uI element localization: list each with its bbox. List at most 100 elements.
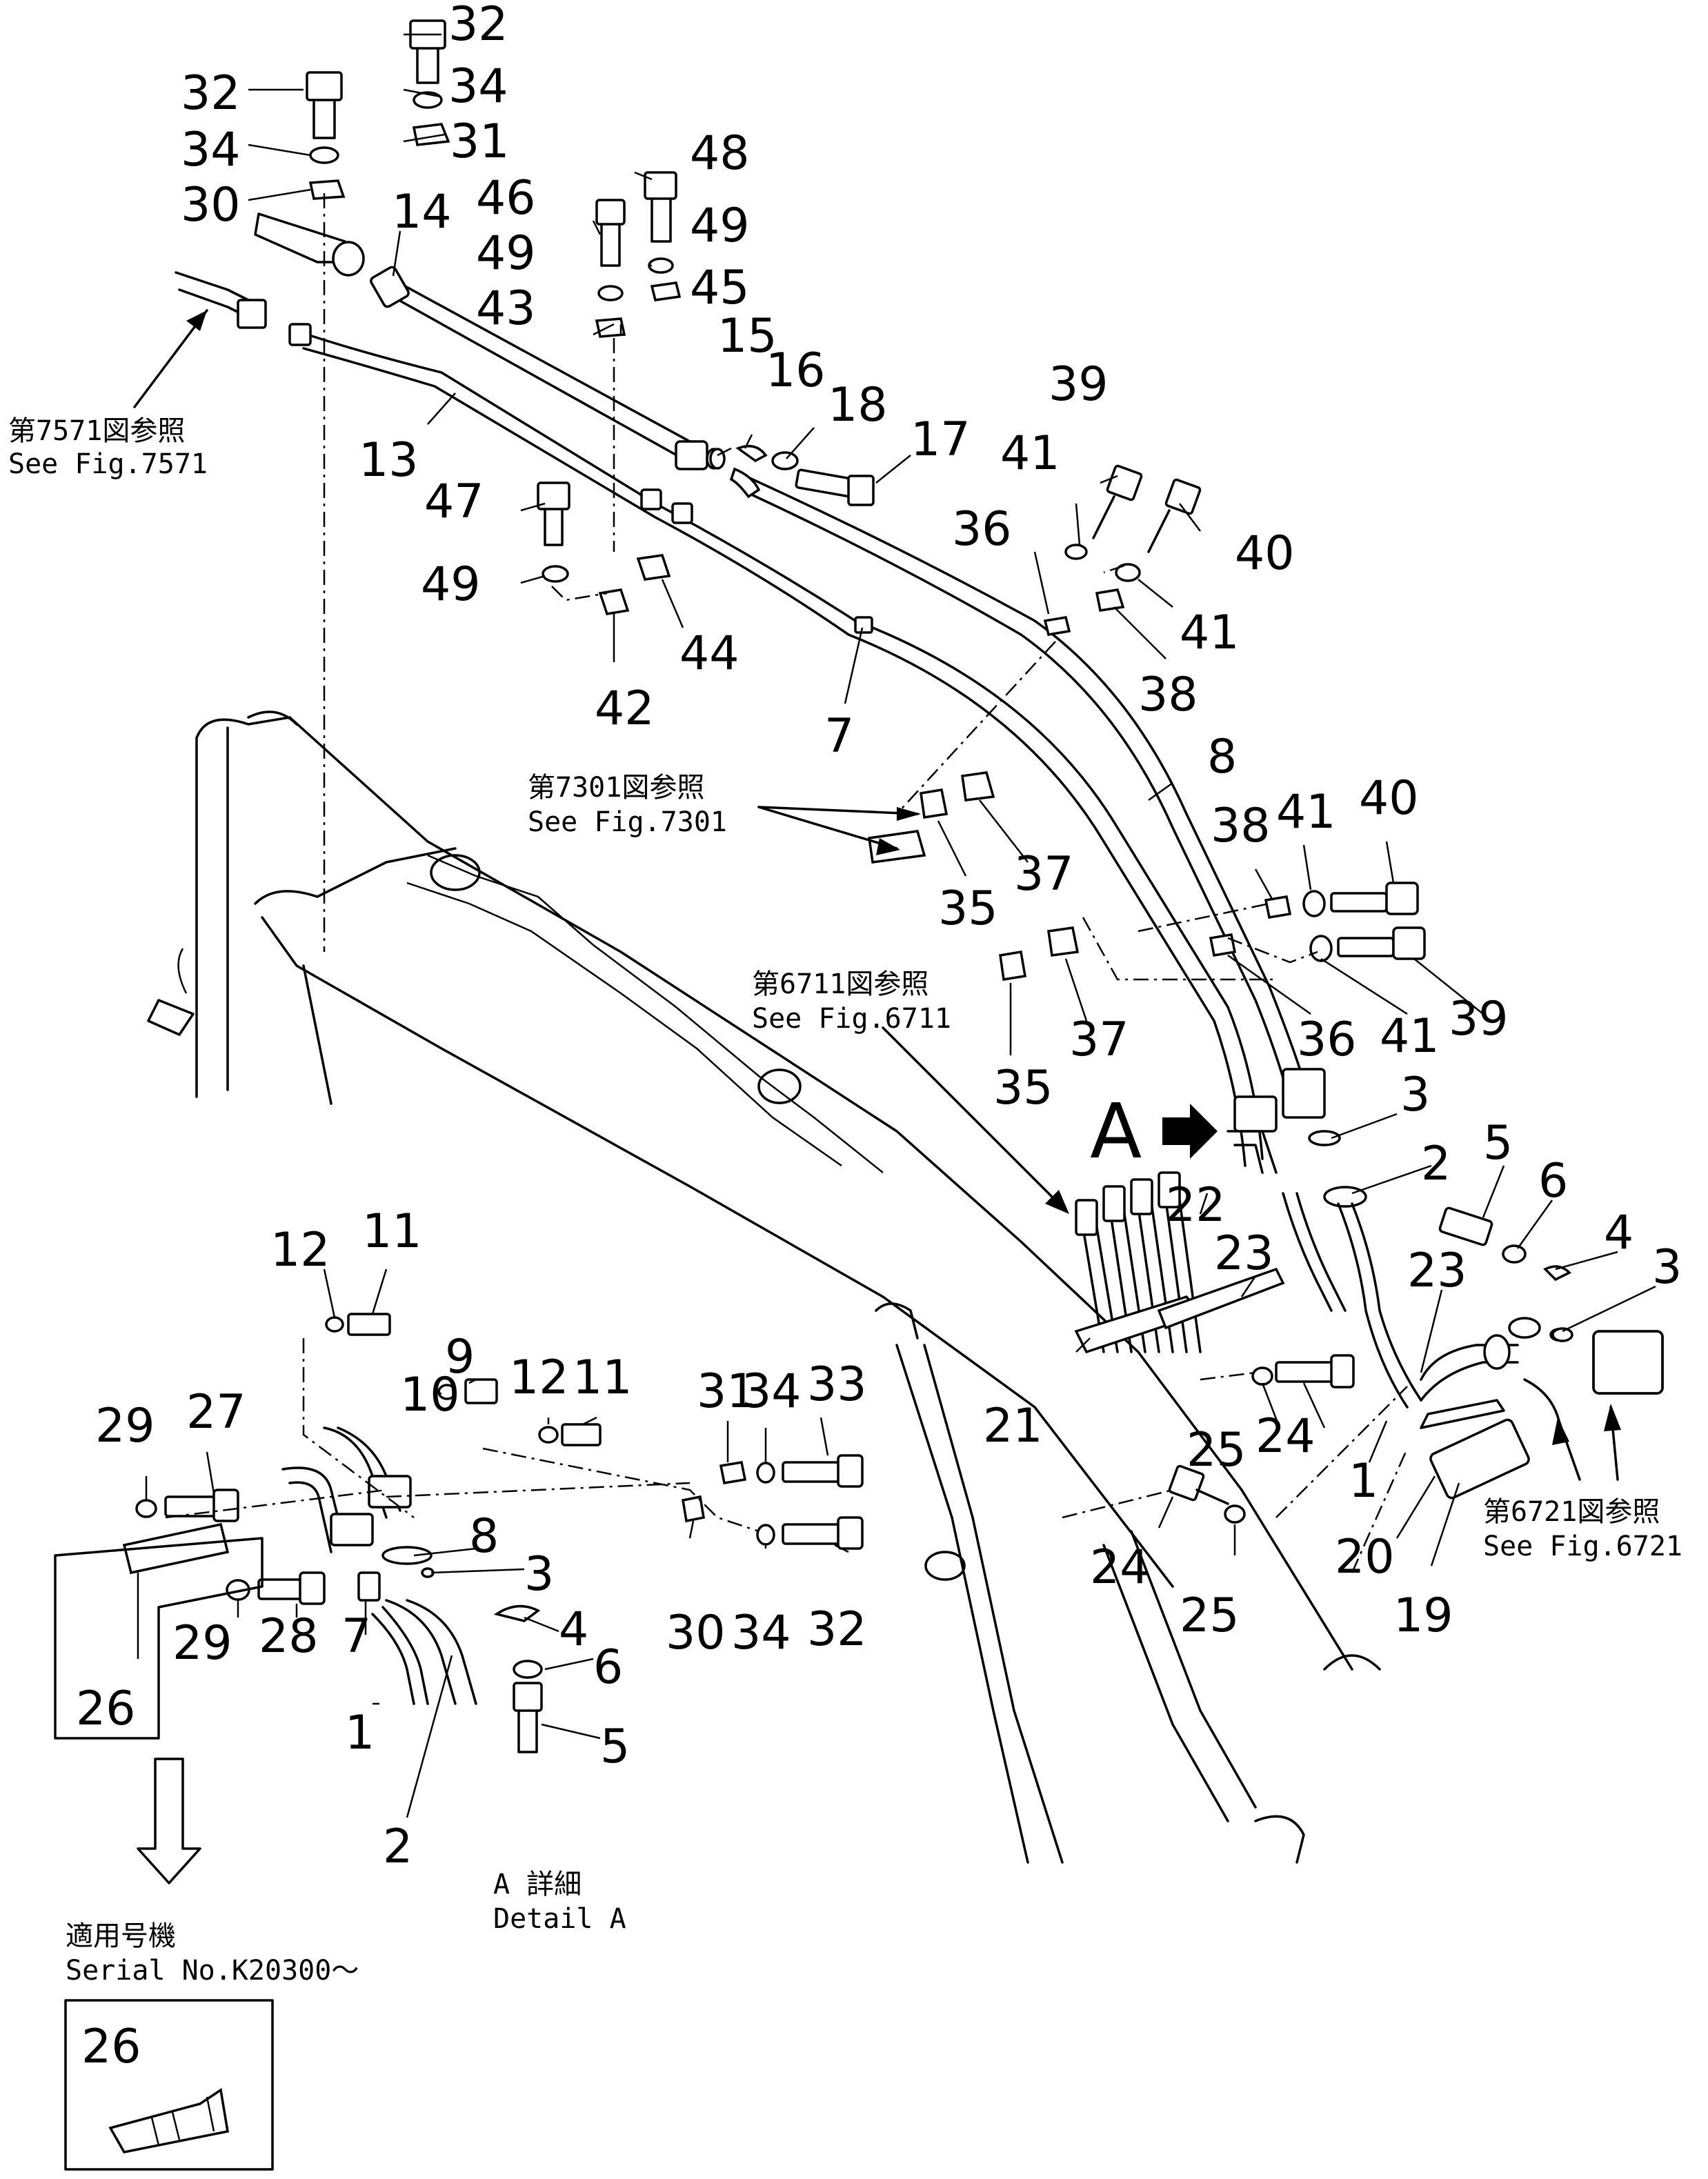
callout-41: 41 <box>1000 426 1060 481</box>
callout-35: 35 <box>993 1061 1053 1115</box>
callout-22: 22 <box>1166 1178 1226 1233</box>
callout-17: 17 <box>911 412 971 467</box>
callout-26: 26 <box>81 2020 141 2074</box>
callout-24: 24 <box>1090 1540 1150 1595</box>
figure-references: 第7571図参照 See Fig.7571 第7301図参照 See Fig.7… <box>8 415 1682 1987</box>
ref-fig7301-en: See Fig.7301 <box>528 806 727 838</box>
callout-32: 32 <box>181 66 241 121</box>
callout-3: 3 <box>1652 1240 1682 1295</box>
callout-34: 34 <box>448 59 508 114</box>
callout-3: 3 <box>1400 1068 1430 1122</box>
callout-7: 7 <box>341 1609 371 1664</box>
callout-24: 24 <box>1255 1409 1315 1464</box>
callout-12: 12 <box>509 1351 569 1405</box>
callout-labels: 32 34 31 32 34 30 14 46 48 49 49 45 43 1… <box>76 0 1682 2074</box>
callout-29: 29 <box>172 1616 232 1671</box>
serial-jp: 適用号機 <box>66 1920 176 1952</box>
callout-23: 23 <box>1407 1244 1467 1298</box>
junction-block <box>1168 1068 1664 1524</box>
callout-5: 5 <box>600 1720 630 1774</box>
boom-outline <box>147 710 1381 1864</box>
callout-25: 25 <box>1180 1589 1240 1643</box>
upper-hardware <box>306 19 1426 982</box>
ref-fig7571-en: See Fig.7571 <box>8 448 208 480</box>
callout-30: 30 <box>181 178 241 232</box>
callout-1: 1 <box>345 1706 375 1760</box>
callout-21: 21 <box>983 1399 1043 1453</box>
callout-32: 32 <box>448 0 508 52</box>
callout-37: 37 <box>1069 1013 1129 1067</box>
callout-10: 10 <box>400 1368 460 1422</box>
callout-40: 40 <box>1235 526 1295 581</box>
callout-42: 42 <box>595 681 655 736</box>
callout-38: 38 <box>1138 668 1198 722</box>
callout-28: 28 <box>259 1609 319 1664</box>
callout-47: 47 <box>424 475 484 529</box>
serial-inset <box>64 1999 274 2171</box>
callout-34: 34 <box>742 1364 802 1419</box>
reference-arrows <box>133 309 1621 1884</box>
callout-15: 15 <box>717 309 777 364</box>
callout-26: 26 <box>76 1682 136 1736</box>
callout-43: 43 <box>476 281 536 336</box>
callout-4: 4 <box>559 1602 588 1657</box>
view-marker-a: A <box>1090 1087 1142 1175</box>
callout-11: 11 <box>362 1204 422 1259</box>
callout-9: 9 <box>445 1330 475 1384</box>
ref-fig6711-jp: 第6711図参照 <box>752 968 929 1000</box>
callout-25: 25 <box>1186 1423 1247 1477</box>
callout-29: 29 <box>95 1399 155 1453</box>
callout-11: 11 <box>573 1351 633 1405</box>
callout-16: 16 <box>766 344 826 398</box>
callout-30: 30 <box>666 1606 726 1660</box>
callout-36: 36 <box>1297 1013 1357 1067</box>
detail-a-jp: A 詳細 <box>493 1869 582 1900</box>
ref-fig6721-jp: 第6721図参照 <box>1483 1496 1660 1528</box>
callout-8: 8 <box>469 1509 499 1564</box>
ref-fig7571-jp: 第7571図参照 <box>8 415 185 447</box>
callout-49: 49 <box>421 557 481 612</box>
callout-23: 23 <box>1214 1226 1274 1281</box>
callout-19: 19 <box>1393 1589 1453 1643</box>
callout-36: 36 <box>952 502 1012 557</box>
callout-5: 5 <box>1483 1116 1513 1171</box>
callout-6: 6 <box>1538 1154 1568 1208</box>
ref-fig6711-en: See Fig.6711 <box>752 1003 951 1035</box>
callout-27: 27 <box>186 1385 246 1440</box>
callout-3: 3 <box>524 1547 554 1602</box>
callout-31: 31 <box>697 1364 757 1419</box>
callout-18: 18 <box>828 378 888 432</box>
callout-31: 31 <box>450 115 510 169</box>
callout-49: 49 <box>476 226 536 281</box>
callout-39: 39 <box>1449 992 1509 1046</box>
callout-2: 2 <box>1421 1137 1451 1191</box>
block-6721 <box>1592 1330 1664 1395</box>
callout-46: 46 <box>476 171 536 226</box>
leader-lines <box>137 33 1656 1818</box>
callout-1: 1 <box>1349 1454 1378 1509</box>
callout-38: 38 <box>1211 799 1271 853</box>
callout-40: 40 <box>1359 771 1419 826</box>
callout-4: 4 <box>1604 1206 1633 1260</box>
callout-39: 39 <box>1049 357 1109 412</box>
callout-45: 45 <box>690 261 750 315</box>
callout-35: 35 <box>938 882 998 936</box>
callout-32: 32 <box>807 1602 867 1657</box>
ref-fig7301-jp: 第7301図参照 <box>528 772 704 804</box>
detail-a-assembly <box>54 1313 864 1753</box>
callout-41: 41 <box>1180 606 1240 660</box>
callout-14: 14 <box>392 185 452 239</box>
callout-49: 49 <box>690 199 750 253</box>
detail-a-en: Detail A <box>493 1903 626 1935</box>
reference-lines <box>323 193 1409 1573</box>
callout-48: 48 <box>690 126 750 181</box>
callout-34: 34 <box>181 123 241 177</box>
callout-6: 6 <box>593 1640 623 1695</box>
callout-41: 41 <box>1380 1009 1440 1064</box>
serial-en: Serial No.K20300～ <box>66 1955 359 1987</box>
callout-44: 44 <box>679 626 739 681</box>
callout-33: 33 <box>807 1357 867 1412</box>
callout-20: 20 <box>1335 1530 1395 1584</box>
callout-8: 8 <box>1207 730 1237 784</box>
